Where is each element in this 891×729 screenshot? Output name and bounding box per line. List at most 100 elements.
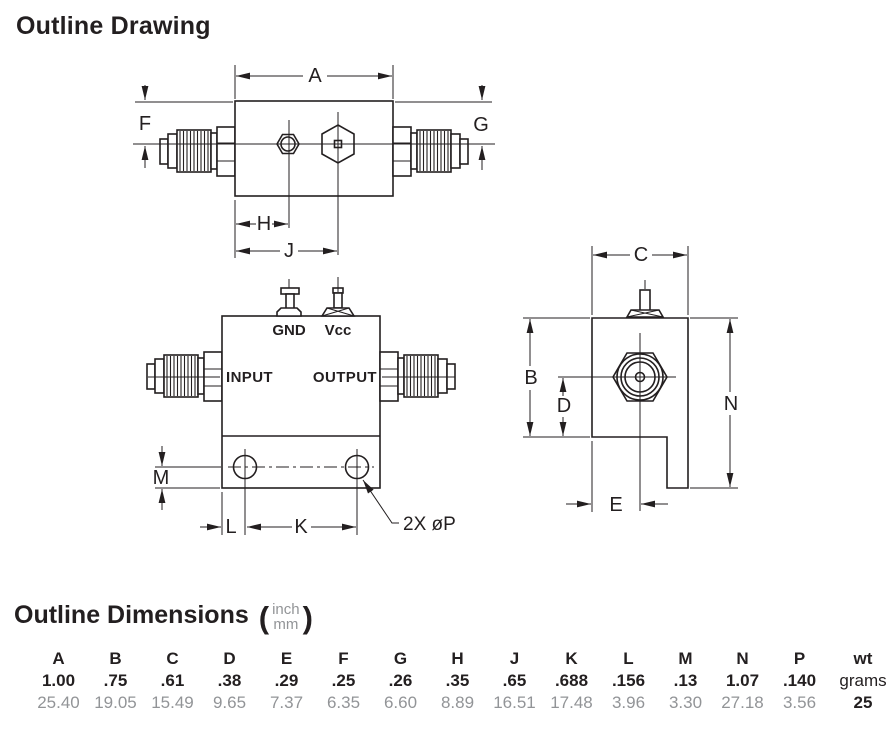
inch-value: .29 — [274, 671, 299, 690]
mm-value: 6.60 — [383, 693, 418, 712]
dim-label-j: J — [284, 240, 294, 262]
inch-value: .140 — [782, 671, 817, 690]
top-view-dimension-lines — [133, 65, 495, 258]
top-view-detail-lines — [179, 131, 449, 171]
col-header: M — [678, 649, 693, 668]
mm-value: 15.49 — [151, 693, 194, 712]
inch-value-row: 1.00 .75 .61 .38 .29 .25 .26 .35 .65 .68… — [30, 670, 891, 692]
inch-value: .25 — [331, 671, 356, 690]
weight-value: 25 — [853, 693, 873, 712]
front-view-labels: GND Vcc INPUT OUTPUT M L K 2X øP — [153, 322, 456, 538]
unit-stack: inch mm — [272, 602, 300, 632]
mm-value: 16.51 — [493, 693, 536, 712]
col-header: A — [52, 649, 65, 668]
inch-value: .13 — [673, 671, 698, 690]
connector-cap — [167, 133, 178, 169]
extension-lines — [523, 317, 590, 438]
inch-value: 1.00 — [41, 671, 76, 690]
inch-value: .35 — [445, 671, 470, 690]
extension-lines — [591, 246, 689, 315]
dim-label-c: C — [634, 244, 648, 266]
col-header: P — [793, 649, 806, 668]
col-header: B — [109, 649, 122, 668]
extension-lines — [221, 449, 358, 535]
nut-facet-lines — [217, 142, 411, 162]
dim-label-k: K — [294, 516, 308, 538]
side-pin-shaft — [639, 289, 651, 313]
col-header: D — [223, 649, 236, 668]
gnd-pin-base — [276, 307, 302, 317]
side-view-dimension-lines — [523, 246, 738, 512]
mm-value: 9.65 — [212, 693, 247, 712]
output-label: OUTPUT — [313, 369, 377, 386]
top-view: A F G H J — [133, 65, 495, 262]
mm-value: 17.48 — [550, 693, 593, 712]
col-header: E — [280, 649, 293, 668]
dimensions-table: A B C D E F G H J K L M N P wt 1.00 .75 … — [30, 648, 891, 714]
mm-value-row: 25.40 19.05 15.49 9.65 7.37 6.35 6.60 8.… — [30, 692, 891, 714]
extension-lines — [234, 65, 394, 99]
vcc-pin-shaft — [333, 292, 343, 309]
inch-value: .156 — [611, 671, 646, 690]
extension-lines — [155, 466, 221, 489]
col-header: K — [565, 649, 578, 668]
col-header: J — [509, 649, 520, 668]
vcc-insulator-cross — [321, 307, 355, 317]
mm-value: 3.30 — [668, 693, 703, 712]
col-header: G — [393, 649, 408, 668]
dimensions-heading: Outline Dimensions ( inch mm ) — [14, 601, 313, 635]
vcc-label: Vcc — [325, 322, 352, 339]
mounting-holes-note: 2X øP — [403, 514, 456, 535]
col-header: L — [623, 649, 634, 668]
dim-label-b: B — [524, 367, 537, 389]
connector-cap — [154, 358, 165, 394]
pin-insulator-cross — [626, 309, 664, 318]
dim-label-g: G — [473, 114, 489, 136]
inch-value: 1.07 — [725, 671, 760, 690]
top-view-body-and-connectors — [159, 100, 469, 197]
mm-value: 6.35 — [326, 693, 361, 712]
inch-value: .75 — [103, 671, 128, 690]
side-view: C B D N E — [523, 244, 738, 516]
connector-cap — [450, 133, 461, 169]
connector-ring — [210, 132, 218, 170]
page-title: Outline Drawing — [16, 12, 211, 40]
dimension-letter-row: A B C D E F G H J K L M N P wt — [30, 648, 891, 670]
connector-tip — [159, 138, 169, 165]
inch-value: .65 — [502, 671, 527, 690]
dimensions-title: Outline Dimensions — [14, 601, 249, 629]
inch-value: .26 — [388, 671, 413, 690]
extension-lines — [234, 112, 339, 258]
dim-label-l: L — [225, 516, 236, 538]
dim-label-m: M — [153, 467, 170, 489]
knurl-stripes — [406, 356, 436, 396]
inch-value: .688 — [554, 671, 589, 690]
connector-ring — [197, 357, 205, 395]
weight-unit: grams — [839, 671, 887, 690]
mm-value: 7.37 — [269, 693, 304, 712]
paren-close: ) — [302, 600, 313, 635]
top-view-body — [234, 100, 394, 197]
dim-label-f: F — [139, 113, 151, 135]
connector-ring — [410, 132, 418, 170]
front-view-body-and-connectors — [146, 287, 456, 489]
connector-cap — [437, 358, 448, 394]
side-view-labels: C B D N E — [524, 244, 738, 516]
inch-value: .38 — [217, 671, 242, 690]
connector-nut — [216, 126, 236, 177]
dim-label-e: E — [609, 494, 622, 516]
unit-inch: inch — [272, 601, 300, 618]
col-header: C — [166, 649, 179, 668]
paren-open: ( — [258, 600, 270, 635]
mm-value: 27.18 — [721, 693, 764, 712]
holes-leader-line — [362, 479, 399, 524]
nut-facet-lines — [204, 368, 398, 387]
mm-value: 19.05 — [94, 693, 137, 712]
unit-mm: mm — [273, 616, 299, 633]
mm-value: 3.56 — [782, 693, 817, 712]
dim-label-n: N — [724, 393, 738, 415]
front-view-dimension-lines — [148, 277, 455, 535]
front-view-detail-lines — [166, 307, 436, 396]
gnd-pin-shaft — [285, 293, 295, 310]
knurl-stripes — [179, 131, 209, 171]
